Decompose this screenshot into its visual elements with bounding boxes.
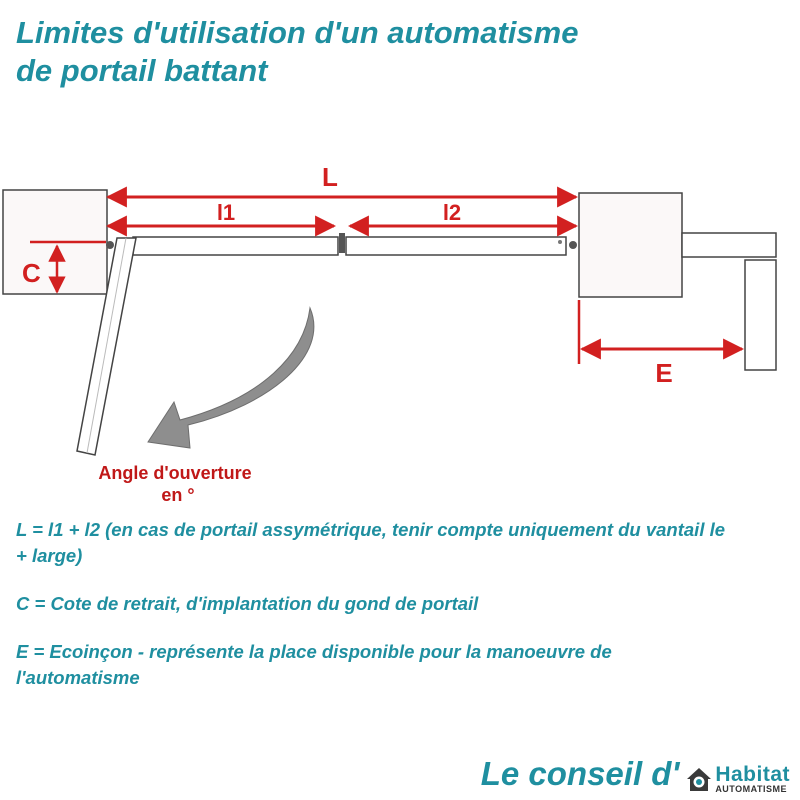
habitat-automatisme-logo: Habitat AUTOMATISME [685, 764, 790, 794]
gate-leaf-right [345, 236, 567, 256]
gate-center-stop [339, 233, 345, 253]
gate-leaf-open-edge [86, 237, 127, 454]
note-C: C = Cote de retrait, d'implantation du g… [16, 593, 479, 614]
note-E: E = Ecoinçon - représente la place dispo… [16, 641, 612, 688]
logo-sub-text: AUTOMATISME [715, 784, 787, 794]
angle-label-line-2: en ° [161, 485, 194, 505]
title-line-1: Limites d'utilisation d'un automatisme [16, 15, 579, 50]
angle-label-line-1: Angle d'ouverture [98, 463, 251, 483]
house-icon [687, 768, 712, 791]
page-title: Limites d'utilisation d'un automatisme d… [16, 14, 578, 90]
footer: Le conseil d' Habitat AUTOMATISME [481, 754, 790, 794]
label-l2: l2 [443, 200, 461, 225]
gate-diagram: L l1 l2 C E Angle d'ouverture en ° [2, 162, 777, 505]
label-l1: l1 [217, 200, 235, 225]
footer-text: Le conseil d' [480, 755, 680, 792]
right-wall-horizontal [681, 232, 777, 258]
notes: L = l1 + l2 (en cas de portail assymétri… [16, 517, 736, 713]
logo-main-text: Habitat [715, 763, 790, 786]
hinge-right-icon [569, 241, 577, 249]
hinge-left-icon [106, 241, 114, 249]
label-C: C [22, 258, 41, 288]
title-line-2: de portail battant [16, 53, 268, 88]
right-wall-vertical [744, 259, 777, 371]
gate-leaf-left [132, 236, 339, 256]
label-E: E [655, 358, 672, 388]
latch-icon [558, 240, 562, 244]
note-L: L = l1 + l2 (en cas de portail assymétri… [16, 519, 726, 566]
label-L: L [322, 162, 338, 192]
opening-arrow-icon [147, 306, 315, 449]
right-pillar [578, 192, 683, 298]
